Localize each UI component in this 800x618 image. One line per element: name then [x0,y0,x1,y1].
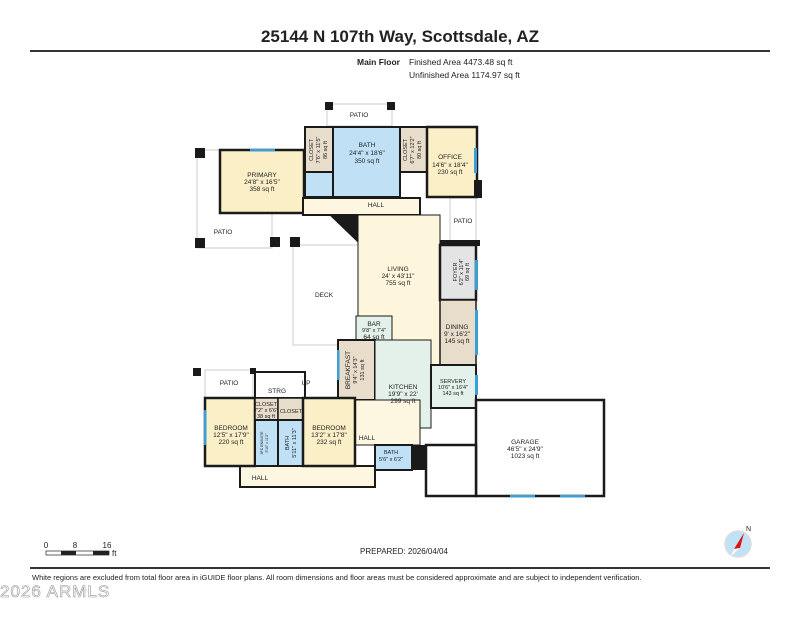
room-bath2 [277,419,304,467]
room-bath-main [332,126,401,198]
dims-closet3: 7'2" x 6'6" [254,408,278,414]
label-closet2: CLOSET [403,138,409,161]
area-kitchen: 299 sq ft [391,398,416,405]
dims-bath3: 5'6" x 6'2" [379,457,403,463]
finished-area: Finished Area 4473.48 sq ft [409,57,513,67]
watermark: 2026 ARMLS [0,582,111,602]
label-patio-right: PATIO [454,218,473,225]
area-closet2: 80 sq ft [417,141,423,160]
label-hall-mid: HALL [359,435,376,442]
room-strg [254,371,306,399]
label-living: LIVING [387,266,408,273]
label-bedroom1: BEDROOM [214,425,248,432]
label-servery: SERVERY [440,379,466,385]
footer-divider [30,567,770,569]
label-kitchen: KITCHEN [389,384,418,391]
label-garage: GARAGE [511,439,539,446]
room-primary [218,148,306,215]
floor-name: Main Floor [357,57,400,67]
header-divider [30,50,770,52]
room-labels: PATIO CLOSET 7'6" x 11'5" 86 sq ft BATH … [213,112,543,482]
dims-garage: 46'5" x 24'9" [507,446,543,453]
dims-closet1: 7'6" x 11'5" [316,137,322,164]
area-primary: 358 sq ft [250,186,275,193]
label-bath3: BATH [384,450,398,456]
label-up: UP [301,380,310,387]
label-bar: BAR [367,321,381,328]
dims-bedroom1: 12'5" x 17'9" [213,432,249,439]
label-closet3: CLOSET [255,402,278,408]
dims-closet2: 6'7" x 12'2" [410,136,416,163]
dims-bedroom2: 13'2" x 17'8" [311,432,347,439]
dims-bar: 9'8" x 7'4" [362,328,386,334]
scale-tick-16: 16 [103,541,112,550]
label-bedroom2: BEDROOM [312,425,346,432]
label-breakfast: BREAKFAST [345,351,352,389]
compass-icon: N [724,526,752,558]
area-dining: 145 sq ft [445,338,470,345]
label-hall-bottom: HALL [252,475,269,482]
room-bedroom1 [203,396,257,468]
area-garage: 1023 sq ft [511,453,540,460]
area-closet1: 86 sq ft [323,141,329,160]
room-bedroom2 [301,396,357,468]
label-foyer: FOYER [453,263,459,282]
label-patio-left: PATIO [214,229,233,236]
area-breakfast: 131 sq ft [360,359,366,381]
dims-breakfast: 9'4" x 14'3" [353,356,359,383]
windows [204,148,585,498]
label-closet4: CLOSET [280,409,303,415]
dims-servery: 10'6" x 16'4" [438,385,468,391]
scale-tick-0: 0 [44,541,49,550]
prepared-date: PREPARED: 2026/04/04 [360,547,448,556]
dims-kitchen: 19'9" x 22' [388,391,418,398]
room-servery [430,364,477,409]
room-hall-top [302,197,421,216]
label-office: OFFICE [438,154,462,161]
area-office: 230 sq ft [438,169,463,176]
dims-bath-main: 24'4" x 18'6" [349,150,385,157]
label-closet1: CLOSET [309,138,315,161]
dims-primary: 24'8" x 16'5" [244,179,280,186]
area-bedroom1: 220 sq ft [219,439,244,446]
room-patio-right [449,197,477,246]
room-office [425,125,479,199]
dims-ensuite: 5'10" x 11'2" [265,433,269,453]
label-primary: PRIMARY [247,172,277,179]
area-bar: 64 sq ft [363,334,385,341]
dims-foyer: 6'2" x 11'4" [459,259,465,286]
area-bath-main: 350 sq ft [355,158,380,165]
room-bar [355,315,393,341]
dims-office: 14'6" x 18'4" [432,162,468,169]
dims-bath2: 5'11" x 11'3" [292,428,298,457]
disclaimer: White regions are excluded from total fl… [32,573,642,582]
label-strg: STRG [268,388,286,395]
scale-unit: ft [112,549,117,558]
label-ensuite: 3PC ENSUITE [260,431,264,455]
scale-bar: 0 8 16 ft [44,541,117,558]
area-bedroom2: 232 sq ft [317,439,342,446]
dims-living: 24' x 43'11" [382,273,416,280]
label-bath2: BATH [285,436,291,450]
area-closet3: 38 sq ft [257,414,276,420]
area-living: 755 sq ft [386,280,411,287]
page-title: 25144 N 107th Way, Scottsdale, AZ [260,27,540,46]
area-servery: 143 sq ft [442,391,464,397]
area-foyer: 69 sq ft [465,263,471,282]
label-dining: DINING [446,324,469,331]
compass-north-label: N [746,526,751,533]
label-patio-top: PATIO [350,112,369,119]
unfinished-area: Unfinished Area 1174.97 sq ft [409,70,520,80]
label-hall-top: HALL [368,202,385,209]
room-hall-mid [354,399,421,446]
room-garage [474,398,606,498]
scale-tick-8: 8 [73,541,78,550]
label-deck: DECK [315,292,334,299]
label-bath-main: BATH [359,142,376,149]
room-breakfast [337,339,376,401]
room-bath3 [374,444,413,471]
room-closet2 [399,126,428,173]
label-patio-bottom: PATIO [220,380,239,387]
dims-dining: 9' x 16'2" [444,331,471,338]
